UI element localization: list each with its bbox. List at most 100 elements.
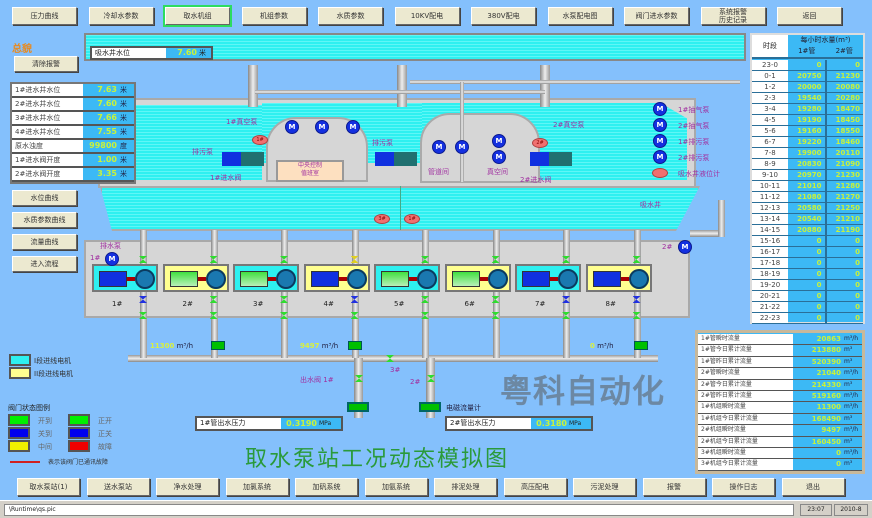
left-nav-button[interactable]: 水质参数曲线 xyxy=(12,212,77,228)
legend-label: 吸水井液位计 xyxy=(678,170,720,178)
clear-alarm-button[interactable]: 清除报警 xyxy=(14,56,78,72)
pipe2-cell: 0 xyxy=(855,259,860,267)
pump-unit[interactable] xyxy=(515,264,581,292)
shaft xyxy=(338,277,347,281)
status-bar: \Runtime\qs.pic 23:07 2010-8 xyxy=(0,500,872,518)
pipe2-cell: 20110 xyxy=(835,149,860,157)
top-nav-button[interactable]: 取水机组 xyxy=(163,5,232,27)
pump-label: 4# xyxy=(323,300,334,308)
pipe2-cell: 0 xyxy=(855,281,860,289)
drain-pump-motor-icon[interactable]: M xyxy=(105,252,119,266)
bottom-nav-button[interactable]: 高压配电 xyxy=(503,478,567,496)
shaft xyxy=(620,277,629,281)
suction-level-value: 7.60 xyxy=(165,48,199,58)
pipe2-cell: 0 xyxy=(855,303,860,311)
pump-unit[interactable] xyxy=(162,264,229,292)
suction-pipe xyxy=(351,230,359,264)
bottom-nav-button[interactable]: 排泥处理 xyxy=(434,478,497,496)
motor-icon[interactable]: M xyxy=(285,120,299,134)
shaft xyxy=(127,277,135,281)
discharge-pipe xyxy=(351,292,359,358)
bottom-nav-button[interactable]: 送水泵站 xyxy=(86,478,150,496)
pool-divider xyxy=(400,186,401,230)
bottom-nav-button[interactable]: 退出 xyxy=(781,478,845,496)
bottom-nav-button[interactable]: 净水处理 xyxy=(156,478,219,496)
hour-cell: 21-22 xyxy=(752,302,788,312)
bottom-nav-button[interactable]: 加氯系统 xyxy=(225,478,289,496)
hour-cell: 22-23 xyxy=(752,313,788,323)
level-sensor-icon[interactable]: 1# xyxy=(252,135,268,145)
valve-legend-label: 正开 xyxy=(98,417,112,425)
bottom-nav-button[interactable]: 加氨系统 xyxy=(364,478,428,496)
top-nav-button[interactable]: 水泵配电图 xyxy=(547,7,613,25)
motor-icon[interactable]: M xyxy=(492,134,506,148)
total-value: 519160 xyxy=(793,391,844,402)
inlet-left-label: 1#进水阀 xyxy=(210,174,242,182)
total-value: 213880 xyxy=(793,345,844,356)
level-sensor-icon[interactable]: 2# xyxy=(532,138,548,148)
pump-unit[interactable] xyxy=(585,264,652,292)
total-unit: m³/h xyxy=(844,334,862,345)
top-nav-button[interactable]: 10KV配电 xyxy=(394,7,460,25)
motor-icon[interactable]: M xyxy=(346,120,360,134)
pipe1-cell: 20580 xyxy=(788,203,827,213)
vacuum-pump-mid[interactable] xyxy=(375,152,417,166)
suction-well-label: 吸水井 xyxy=(640,201,661,209)
bottom-nav-button[interactable]: 加矾系统 xyxy=(295,478,358,496)
bottom-nav-button[interactable]: 污泥处理 xyxy=(573,478,636,496)
suction-pipe xyxy=(422,230,429,264)
vacuum-pump-left[interactable] xyxy=(222,152,264,166)
pump-unit[interactable] xyxy=(92,264,158,292)
motor-icon[interactable]: M xyxy=(455,140,469,154)
left-nav-button[interactable]: 流量曲线 xyxy=(12,234,77,250)
top-nav-button[interactable]: 系统报警 历史记录 xyxy=(700,7,766,25)
flow-meter-2 xyxy=(419,402,441,412)
hour-cell: 16-17 xyxy=(752,247,788,257)
bottom-nav-button[interactable]: 报警 xyxy=(642,478,706,496)
left-nav-button[interactable]: 进入流程 xyxy=(12,256,77,272)
top-nav-button[interactable]: 阀门进水参数 xyxy=(624,7,689,25)
status-path[interactable]: \Runtime\qs.pic xyxy=(4,504,794,516)
pipe2-cell: 21230 xyxy=(835,72,860,80)
flow-unit: m³/h xyxy=(176,342,194,350)
pump-unit[interactable] xyxy=(233,264,299,292)
motor-icon[interactable]: M xyxy=(492,150,506,164)
top-nav-button[interactable]: 机组参数 xyxy=(241,7,307,25)
pump-unit[interactable] xyxy=(303,264,370,292)
motor-icon[interactable]: M xyxy=(432,140,446,154)
drain-pump-2-motor-icon[interactable]: M xyxy=(678,240,692,254)
top-nav-button[interactable]: 水质参数 xyxy=(318,7,383,25)
pump-unit[interactable] xyxy=(374,264,440,292)
top-nav-button[interactable]: 冷却水参数 xyxy=(88,7,154,25)
param-value: 99800 xyxy=(82,140,120,152)
level-sensor-icon[interactable]: 1# xyxy=(404,214,420,224)
flow-readout: 0 m³/h xyxy=(590,342,614,350)
hour-cell: 3-4 xyxy=(752,104,788,114)
motor-icon: M xyxy=(653,118,667,132)
hour-cell: 9-10 xyxy=(752,170,788,180)
left-nav-button[interactable]: 水位曲线 xyxy=(12,190,77,206)
top-nav-button[interactable]: 380V配电 xyxy=(471,7,536,25)
top-nav-button[interactable]: 压力曲线 xyxy=(12,7,77,25)
pump-label: 6# xyxy=(464,300,475,308)
pump-unit[interactable] xyxy=(444,264,511,292)
vacuum-pump-right[interactable] xyxy=(530,152,572,166)
bottom-nav-button[interactable]: 操作日志 xyxy=(712,478,775,496)
pipe1-cell: 19160 xyxy=(788,126,827,136)
motor-icon[interactable]: M xyxy=(315,120,329,134)
hour-cell: 0-1 xyxy=(752,71,788,81)
level-sensor-icon[interactable]: 3# xyxy=(374,214,390,224)
top-nav-button[interactable]: 返回 xyxy=(777,7,842,25)
pipe-gallery-label: 管道间 xyxy=(428,168,449,176)
hour-cell: 11-12 xyxy=(752,192,788,202)
bottom-nav-button[interactable]: 取水泵站(1) xyxy=(17,478,80,496)
